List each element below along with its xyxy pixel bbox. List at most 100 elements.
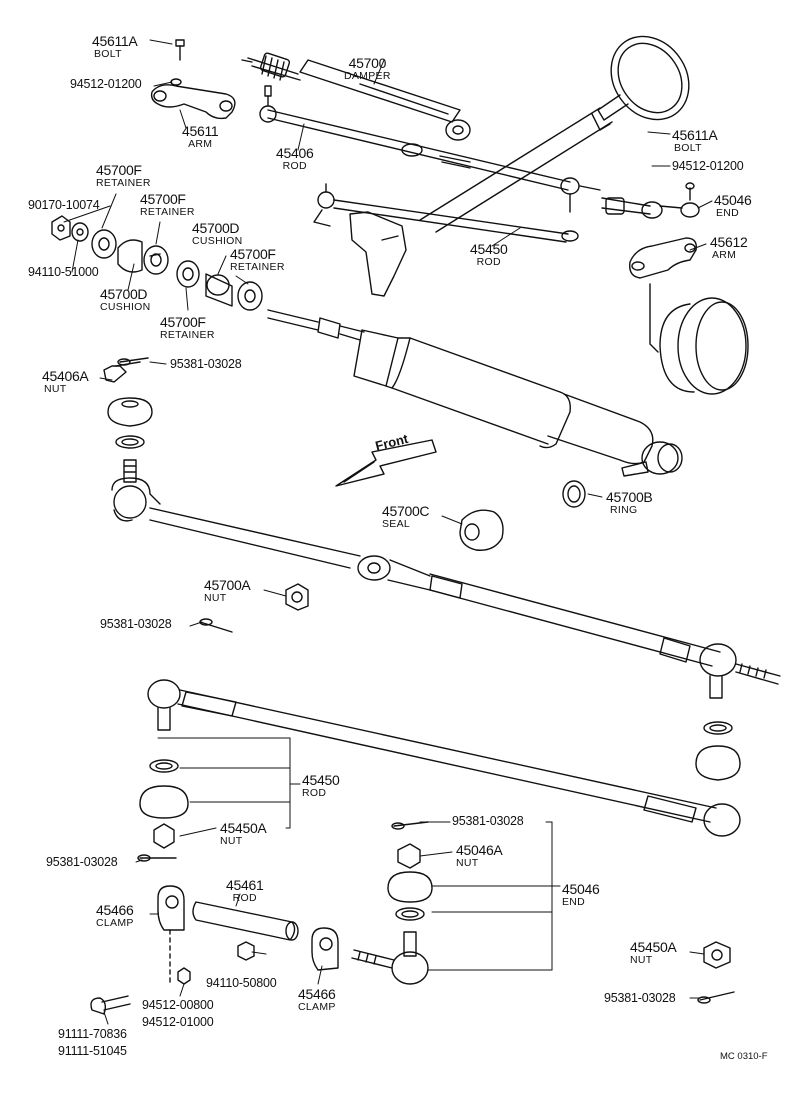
callout-nut-a: 45406A NUT	[42, 368, 89, 395]
callout-rod-d: 45461 ROD	[226, 877, 264, 904]
callout-number: 45700F	[140, 191, 186, 207]
callout-name: RETAINER	[230, 261, 285, 273]
callout-name: RING	[610, 504, 638, 516]
callout-nut-e: 94110-50800	[206, 976, 277, 990]
knuckle-arm-right	[629, 237, 697, 279]
damper-top	[241, 52, 471, 141]
callout-name: END	[562, 896, 586, 908]
callout-nut-small: 90170-10074	[28, 198, 100, 212]
callout-nut-d: 45046A NUT	[456, 842, 503, 869]
callout-washer-c: 94110-51000	[28, 265, 99, 279]
callout-number: 45700F	[96, 162, 142, 178]
center-link	[111, 477, 781, 699]
callout-name: NUT	[220, 835, 243, 847]
callout-number: 45700F	[230, 246, 276, 262]
callout-name: CLAMP	[298, 1001, 336, 1013]
callout-name: ARM	[188, 138, 213, 150]
callout-seal: 45700C SEAL	[382, 504, 430, 530]
cotter-pin-lower-mid	[391, 821, 429, 830]
callout-washer-d1: 94512-00800	[142, 998, 214, 1012]
callout-number: 45466	[298, 986, 336, 1002]
ball-joint-stack-lower-left	[139, 759, 189, 849]
callout-rod-a: 45406 ROD	[276, 145, 314, 172]
callout-number: 45700F	[160, 314, 206, 330]
callout-number: 45406	[276, 145, 314, 161]
callout-pin-c: 95381-03028	[46, 855, 118, 869]
clamp-left	[157, 885, 185, 931]
callout-cushion-2: 45700D CUSHION	[100, 287, 151, 313]
callout-name: RETAINER	[96, 177, 151, 189]
callout-name: CUSHION	[100, 301, 151, 313]
figure-reference: MC 0310-F	[720, 1051, 768, 1062]
callout-name: SEAL	[382, 518, 411, 530]
cotter-pin-top	[117, 357, 149, 366]
callout-number: 45450	[470, 241, 508, 257]
callout-end-a: 45046 END	[714, 192, 752, 219]
callout-number: 45450A	[630, 939, 677, 955]
damper-nut-mid	[285, 583, 309, 611]
callout-name: END	[716, 207, 740, 219]
cotter-pin-lower-right	[697, 991, 735, 1004]
callout-damper: 45700 DAMPER	[344, 56, 391, 82]
callout-name: ROD	[232, 892, 257, 904]
callout-name: ROD	[282, 160, 307, 172]
pitman-arm-top	[150, 39, 236, 120]
callout-name: NUT	[204, 592, 227, 604]
callout-number: 45046A	[456, 842, 503, 858]
callout-name: RETAINER	[160, 329, 215, 341]
callout-nut-f: 45450A NUT	[630, 939, 677, 966]
callout-name: BOLT	[674, 142, 702, 154]
callout-name: BOLT	[94, 48, 122, 60]
adjusting-rod	[192, 901, 299, 941]
ball-joint-stack-lower-right	[695, 721, 741, 781]
callout-nut-b: 45700A NUT	[204, 577, 251, 604]
callout-name: DAMPER	[344, 70, 391, 82]
cotter-pin-mid	[199, 618, 233, 633]
steering-knuckle-left	[349, 211, 407, 297]
damper-large	[267, 309, 683, 477]
nut-lower-right	[703, 941, 731, 969]
steering-wheel	[597, 35, 690, 121]
callout-number: 45700D	[192, 220, 240, 236]
callout-rod-c: 45450 ROD	[302, 772, 340, 799]
relay-rod-top	[259, 85, 601, 213]
callout-name: ROD	[476, 256, 501, 268]
callout-bolt-c1: 91111-70836	[58, 1027, 127, 1041]
damper-bushing-set	[51, 215, 263, 311]
callout-retainer-4: 45700F RETAINER	[160, 315, 215, 341]
callout-number: 45406A	[42, 368, 89, 384]
callout-rod-b: 45450 ROD	[470, 241, 508, 268]
callout-name: ARM	[712, 249, 737, 261]
callout-arm-b: 45612 ARM	[710, 235, 748, 261]
callout-number: 45611	[182, 123, 219, 139]
clamp-washer	[177, 967, 191, 985]
tie-rod-end-right	[601, 182, 700, 219]
callout-arm-a: 45611 ARM	[182, 123, 219, 150]
callout-ring: 45700B RING	[606, 490, 653, 516]
callout-number: 45461	[226, 877, 264, 893]
callout-number: 45700A	[204, 577, 251, 593]
callout-name: ROD	[302, 787, 327, 799]
callout-number: 45611A	[92, 33, 138, 49]
callout-pin-e: 95381-03028	[604, 991, 676, 1005]
callout-end-b: 45046 END	[562, 881, 600, 908]
front-wheel	[649, 283, 749, 395]
callout-number: 45450	[302, 772, 340, 788]
callout-name: NUT	[44, 383, 67, 395]
callout-retainer-2: 45700F RETAINER	[140, 192, 195, 218]
tie-rod-lower	[147, 679, 741, 837]
callout-pin-a: 95381-03028	[170, 357, 242, 371]
callout-cushion-1: 45700D CUSHION	[192, 221, 243, 247]
callout-washer-a: 94512-01200	[70, 77, 142, 91]
clamp-nut	[237, 941, 255, 961]
callout-retainer-1: 45700F RETAINER	[96, 163, 151, 189]
callout-bolt-a: 45611A BOLT	[92, 33, 138, 60]
callout-number: 45046	[562, 881, 600, 897]
callout-pin-d: 95381-03028	[452, 814, 524, 828]
callout-number: 45450A	[220, 820, 267, 836]
callout-retainer-3: 45700F RETAINER	[230, 247, 285, 273]
callout-number: 45046	[714, 192, 752, 208]
clamp-right	[311, 927, 339, 971]
callout-number: 45466	[96, 902, 134, 918]
